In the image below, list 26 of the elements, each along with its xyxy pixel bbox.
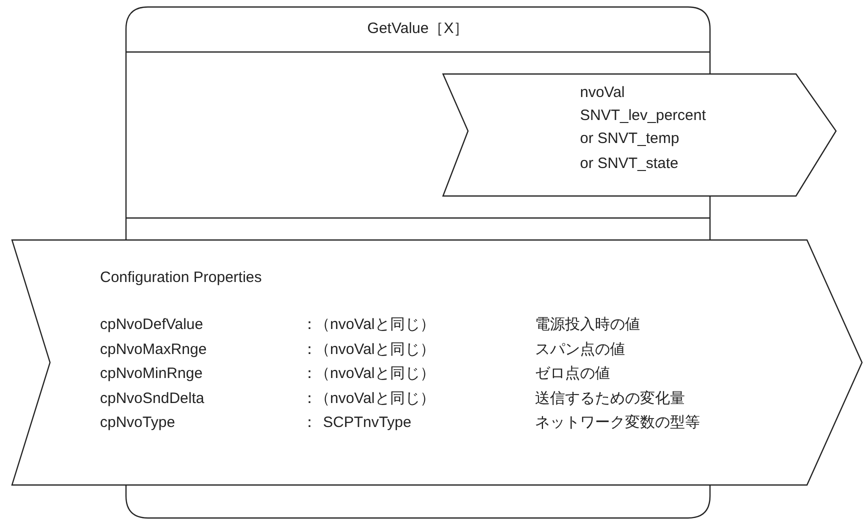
property-description: 電源投入時の値: [535, 316, 640, 334]
property-name: cpNvoSndDelta: [100, 390, 204, 408]
property-name: cpNvoMinRnge: [100, 365, 203, 383]
property-name: cpNvoDefValue: [100, 316, 204, 334]
property-type: （nvoValと同じ）: [315, 340, 435, 358]
property-type: SCPTnvType: [323, 414, 412, 432]
variable-type: SNVT_lev_percent: [580, 107, 706, 125]
separator: ：: [302, 414, 317, 432]
block-title: GetValue［X］: [366, 20, 470, 38]
variable-name: nvoVal: [580, 84, 625, 102]
separator: ：: [302, 365, 317, 383]
property-description: スパン点の値: [535, 340, 625, 358]
separator: ：: [302, 390, 317, 408]
property-description: 送信するための変化量: [535, 390, 685, 408]
section-heading: Configuration Properties: [100, 269, 262, 287]
property-description: ゼロ点の値: [535, 365, 610, 383]
property-name: cpNvoMaxRnge: [100, 340, 207, 358]
variable-type: or SNVT_temp: [580, 130, 680, 148]
property-type: （nvoValと同じ）: [315, 316, 435, 334]
separator: ：: [302, 340, 317, 358]
property-description: ネットワーク変数の型等: [535, 414, 700, 432]
property-type: （nvoValと同じ）: [315, 390, 435, 408]
variable-type: or SNVT_state: [580, 155, 678, 173]
property-name: cpNvoType: [100, 414, 176, 432]
property-type: （nvoValと同じ）: [315, 365, 435, 383]
separator: ：: [302, 316, 317, 334]
